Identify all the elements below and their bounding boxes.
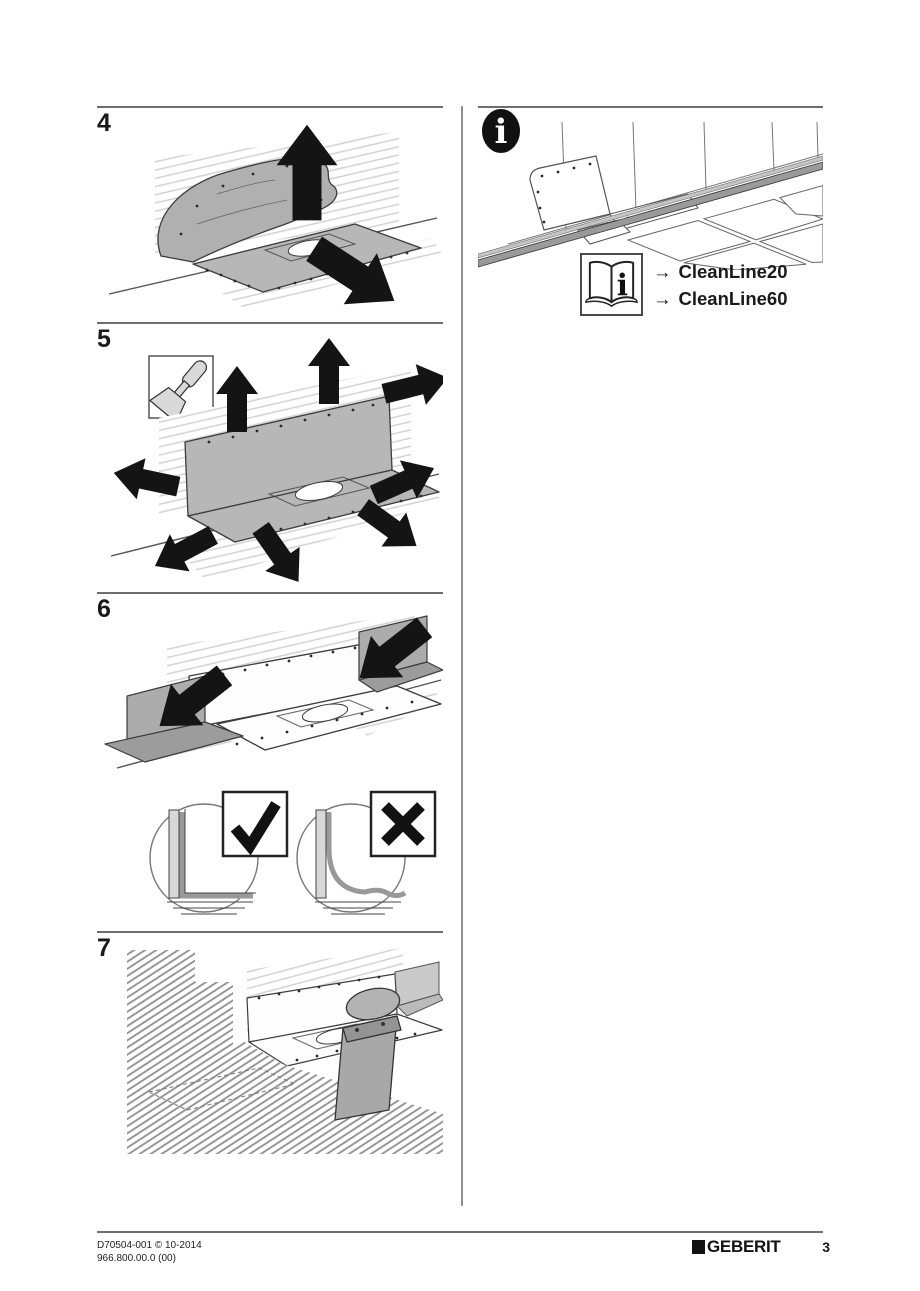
logo-square-icon bbox=[692, 1240, 705, 1254]
step4-illustration-peel-membrane bbox=[108, 124, 442, 310]
footer-divider bbox=[97, 1231, 823, 1233]
step-number: 6 bbox=[97, 595, 111, 623]
drain-outlet bbox=[294, 480, 344, 502]
step-number: 5 bbox=[97, 325, 111, 353]
geberit-logo: GEBERIT bbox=[692, 1237, 781, 1257]
section-divider bbox=[97, 106, 443, 108]
channel-back-edge bbox=[478, 155, 823, 259]
column-divider bbox=[461, 106, 463, 1206]
corner-strip-left-flange bbox=[104, 721, 244, 763]
section-divider bbox=[97, 931, 443, 933]
fixing-dots bbox=[536, 162, 674, 224]
reference-label: CleanLine20 bbox=[678, 261, 788, 282]
page-number: 3 bbox=[822, 1239, 830, 1255]
reference-label: CleanLine60 bbox=[678, 288, 788, 309]
check-box bbox=[221, 790, 289, 858]
peel-down-arrow-icon bbox=[306, 236, 395, 305]
wall-hatch-dark bbox=[127, 950, 233, 1066]
drain-outlet bbox=[301, 703, 349, 723]
mortar-hatch bbox=[127, 1042, 443, 1154]
section-divider bbox=[97, 322, 443, 324]
footer-codes: D70504-001 © 10-2014 966.800.00.0 (00) bbox=[97, 1239, 202, 1265]
cross-icon bbox=[381, 802, 425, 846]
svg-text:i: i bbox=[617, 267, 628, 302]
step7-illustration-apply-adhesive bbox=[127, 948, 443, 1154]
svg-text:i: i bbox=[495, 112, 508, 152]
membrane-peeled-flap bbox=[157, 157, 338, 263]
section-divider bbox=[478, 106, 823, 108]
step6-detail-correct-incorrect bbox=[149, 790, 437, 915]
manual-book-icon: i bbox=[585, 260, 638, 308]
info-icon: i bbox=[482, 109, 520, 153]
press-down-arrow-icon bbox=[359, 617, 433, 679]
step-number: 7 bbox=[97, 934, 111, 962]
reference-cleanline60: → CleanLine60 bbox=[653, 285, 788, 312]
press-down-arrow-icon bbox=[159, 665, 233, 727]
step-number: 4 bbox=[97, 109, 111, 137]
corner-strip-right-flange bbox=[396, 993, 443, 1017]
membrane-floor-part bbox=[192, 223, 422, 293]
manual-book-box: i bbox=[580, 253, 643, 316]
floor-tiles bbox=[626, 184, 823, 270]
press-outward-arrows bbox=[113, 338, 443, 582]
membrane-sheet bbox=[529, 155, 611, 231]
info-illustration-cleanline-channel bbox=[478, 122, 823, 270]
article-code: 966.800.00.0 (00) bbox=[97, 1253, 176, 1264]
arrow-right-icon: → bbox=[653, 288, 672, 309]
check-icon bbox=[230, 801, 281, 856]
arrow-right-icon: → bbox=[653, 261, 672, 282]
step6-illustration-corner-strips bbox=[104, 614, 443, 769]
reference-cleanline20: → CleanLine20 bbox=[653, 258, 788, 285]
trowel-icon bbox=[334, 987, 402, 1121]
peel-up-arrow-icon bbox=[276, 124, 338, 221]
document-code: D70504-001 © 10-2014 bbox=[97, 1240, 202, 1251]
reference-list: → CleanLine20 → CleanLine60 bbox=[653, 258, 788, 312]
section-divider bbox=[97, 592, 443, 594]
step5-illustration-press-membrane bbox=[110, 338, 443, 582]
shower-channel-profile bbox=[478, 161, 823, 268]
brand-name: GEBERIT bbox=[707, 1237, 781, 1256]
